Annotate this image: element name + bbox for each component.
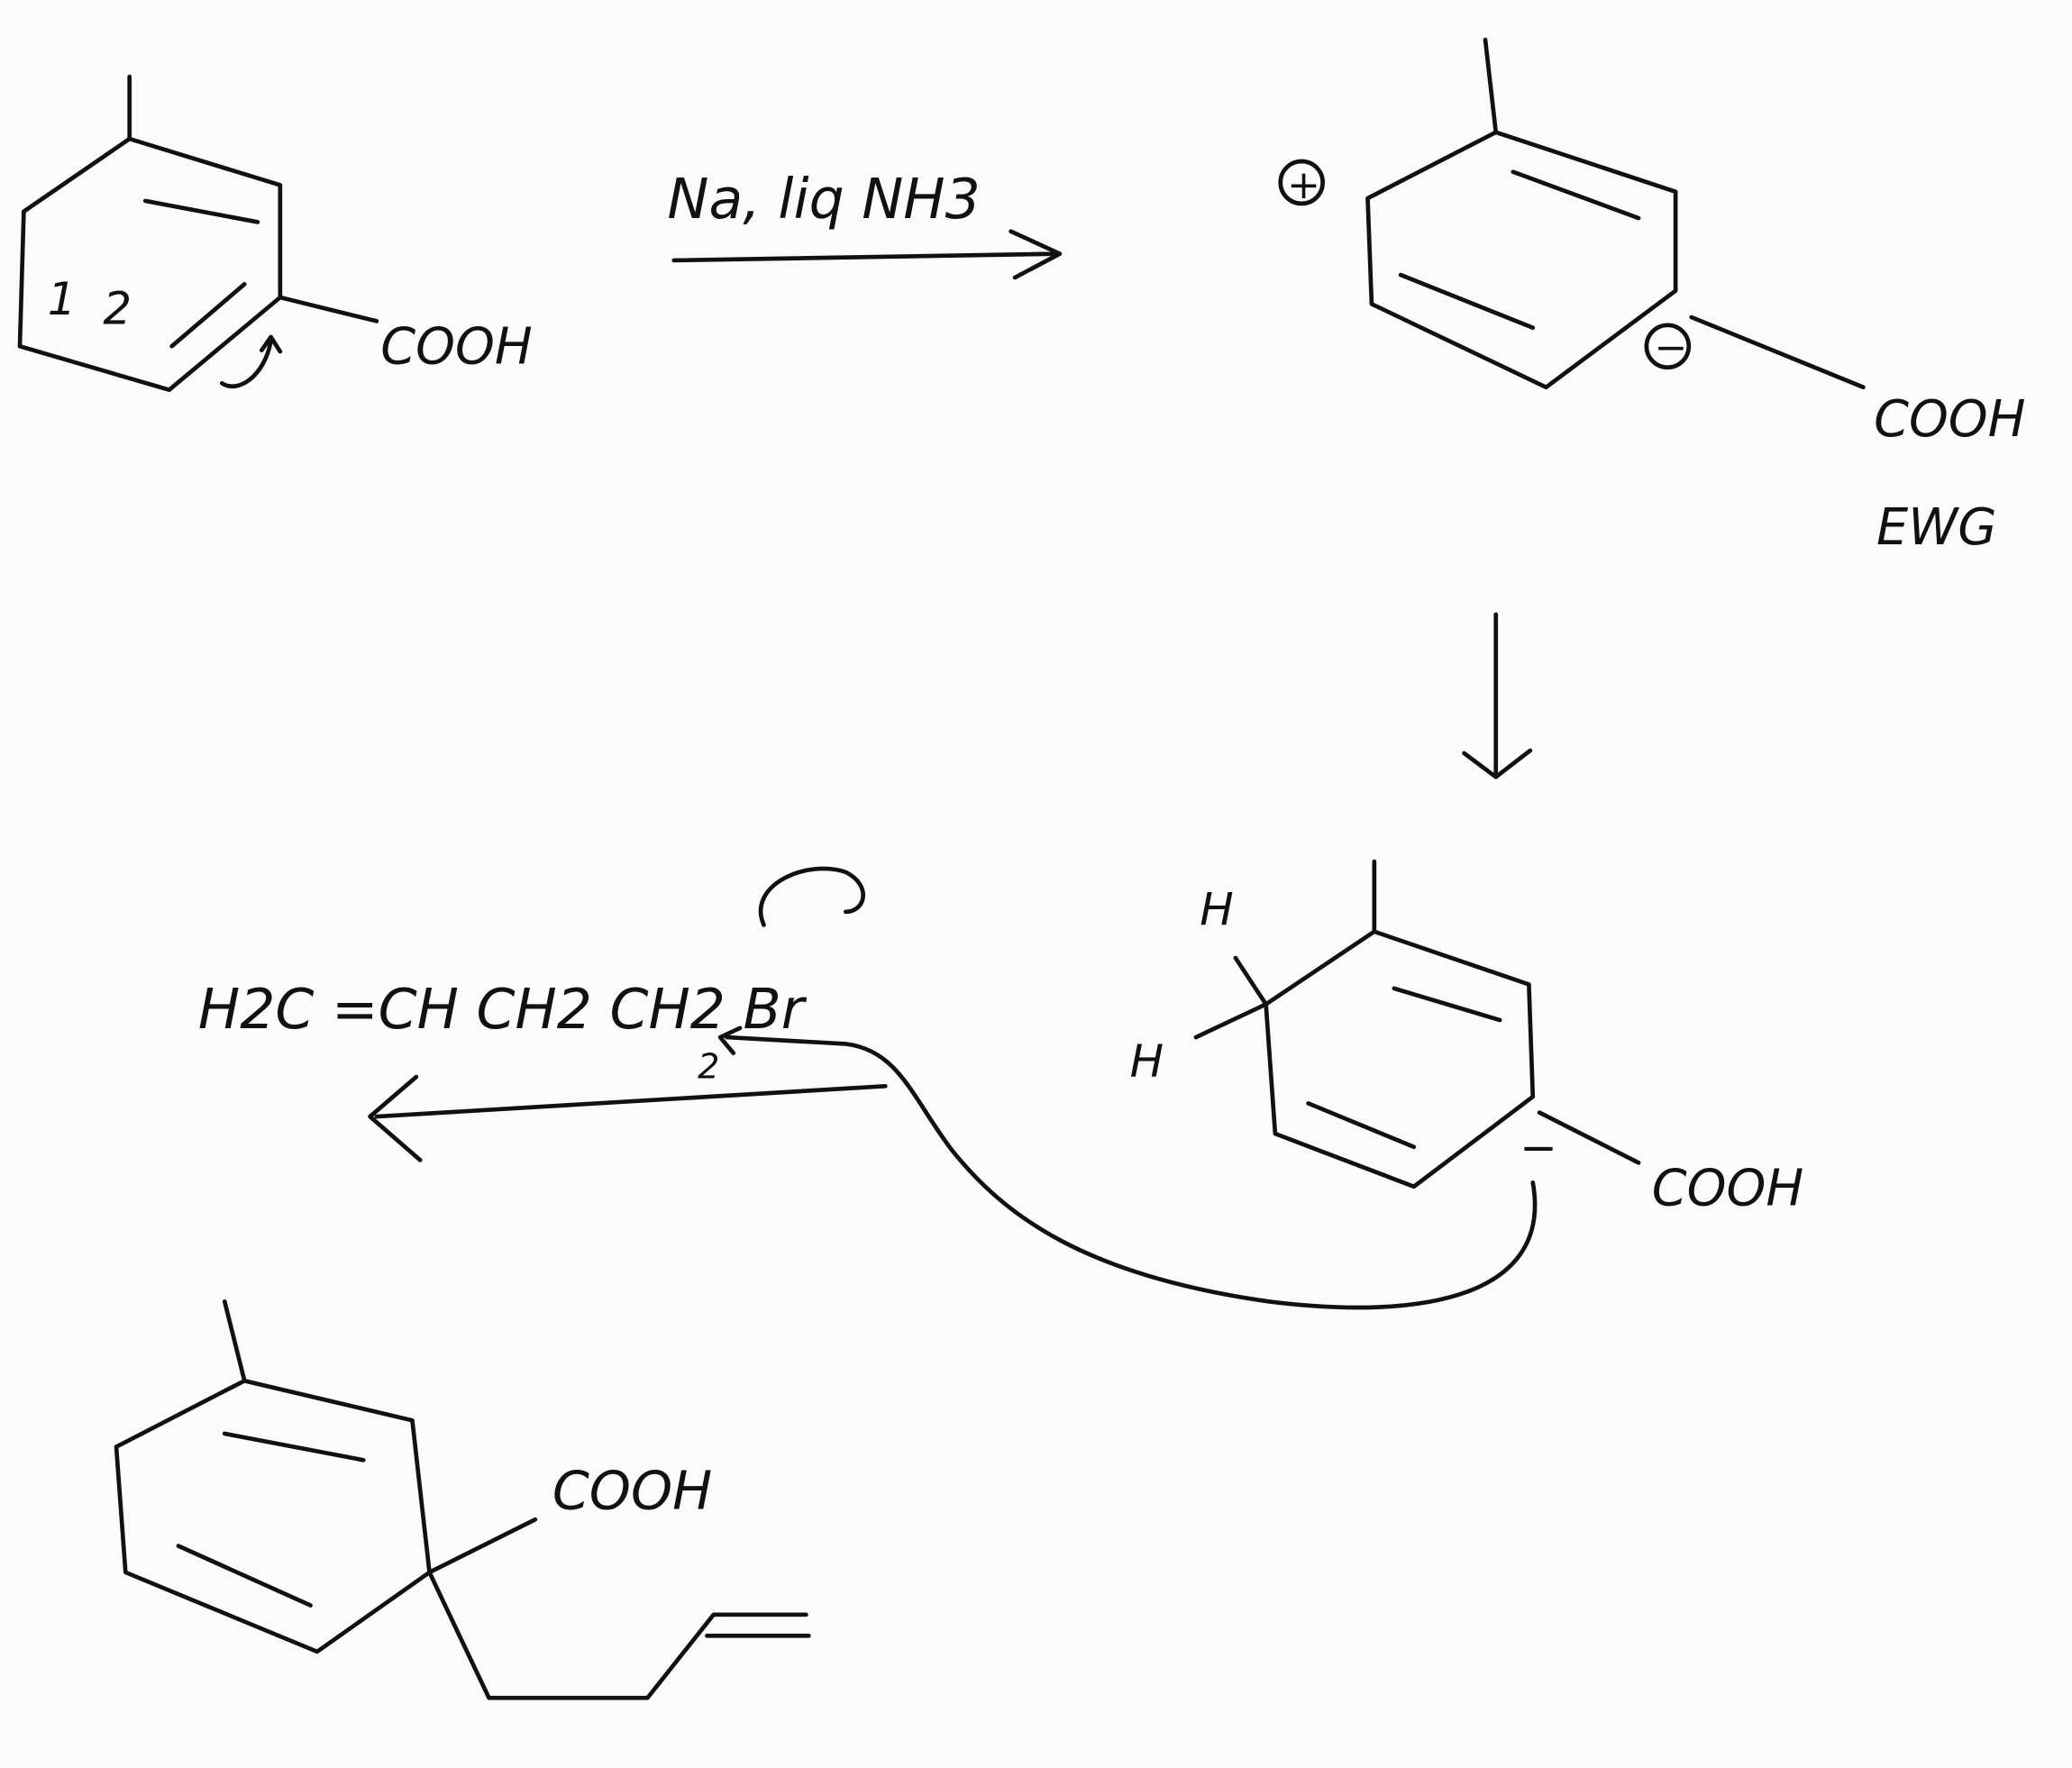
arrow-icon — [671, 229, 1063, 280]
reagent-label: Na, liq NH3 — [667, 167, 980, 232]
starting-material: COOH 1 2 — [17, 74, 533, 392]
hydrogen-label: H — [1130, 1035, 1164, 1088]
double-bond — [1392, 986, 1502, 1023]
radical-anion-intermediate: + − COOH EWG — [1278, 37, 2026, 557]
double-bond — [1511, 169, 1641, 221]
reagent-arrow: Na, liq NH3 — [667, 167, 1063, 280]
cooh-bond — [1689, 314, 1866, 390]
hydrogen-label: H — [1200, 883, 1233, 935]
methyl-bond — [222, 1299, 247, 1383]
ewg-label: EWG — [1876, 498, 1996, 557]
left-arrow-icon — [368, 1074, 888, 1162]
h-bond — [1233, 955, 1268, 1007]
curved-arrow-icon — [219, 334, 283, 389]
alkyl-halide: H2C =CH CH2 CH2 Br 2 — [198, 866, 888, 1162]
h-bond — [1193, 1002, 1268, 1040]
double-bond — [1306, 1101, 1417, 1150]
double-bond — [1398, 272, 1536, 331]
double-bond — [222, 1431, 366, 1463]
cooh-label: COOH — [552, 1461, 712, 1522]
double-bond — [169, 281, 247, 349]
minus-charge: − — [1655, 324, 1688, 370]
alkyl-halide-mark: 2 — [698, 1047, 719, 1087]
minus-charge-icon — [1644, 323, 1692, 370]
down-arrow-icon — [1462, 612, 1533, 779]
cooh-bond — [278, 295, 379, 324]
cooh-label: COOH — [1874, 390, 2025, 449]
plus-charge-icon — [1278, 159, 1326, 206]
benzene-ring — [1365, 130, 1678, 390]
ring — [114, 1378, 432, 1654]
minus-charge: − — [1520, 1121, 1557, 1173]
butenyl-chain — [427, 1570, 808, 1700]
product: COOH — [114, 1299, 811, 1700]
double-bond — [176, 1544, 313, 1608]
plus-charge: + — [1287, 162, 1320, 208]
anion-intermediate: H H − COOH — [717, 859, 1803, 1310]
ring-label-2: 2 — [103, 282, 132, 334]
cooh-label: COOH — [380, 317, 532, 376]
benzene-ring — [17, 136, 283, 392]
cooh-bond — [1537, 1110, 1641, 1165]
cooh-bond — [427, 1517, 538, 1575]
curved-arrow-icon — [717, 1025, 1538, 1310]
double-bond — [142, 198, 260, 224]
curved-arrow-icon — [758, 866, 865, 927]
methyl-bond — [1483, 37, 1499, 135]
cooh-label: COOH — [1652, 1159, 1803, 1217]
alkyl-halide-formula: H2C =CH CH2 CH2 Br — [198, 977, 808, 1042]
ring-label-1: 1 — [48, 273, 77, 325]
